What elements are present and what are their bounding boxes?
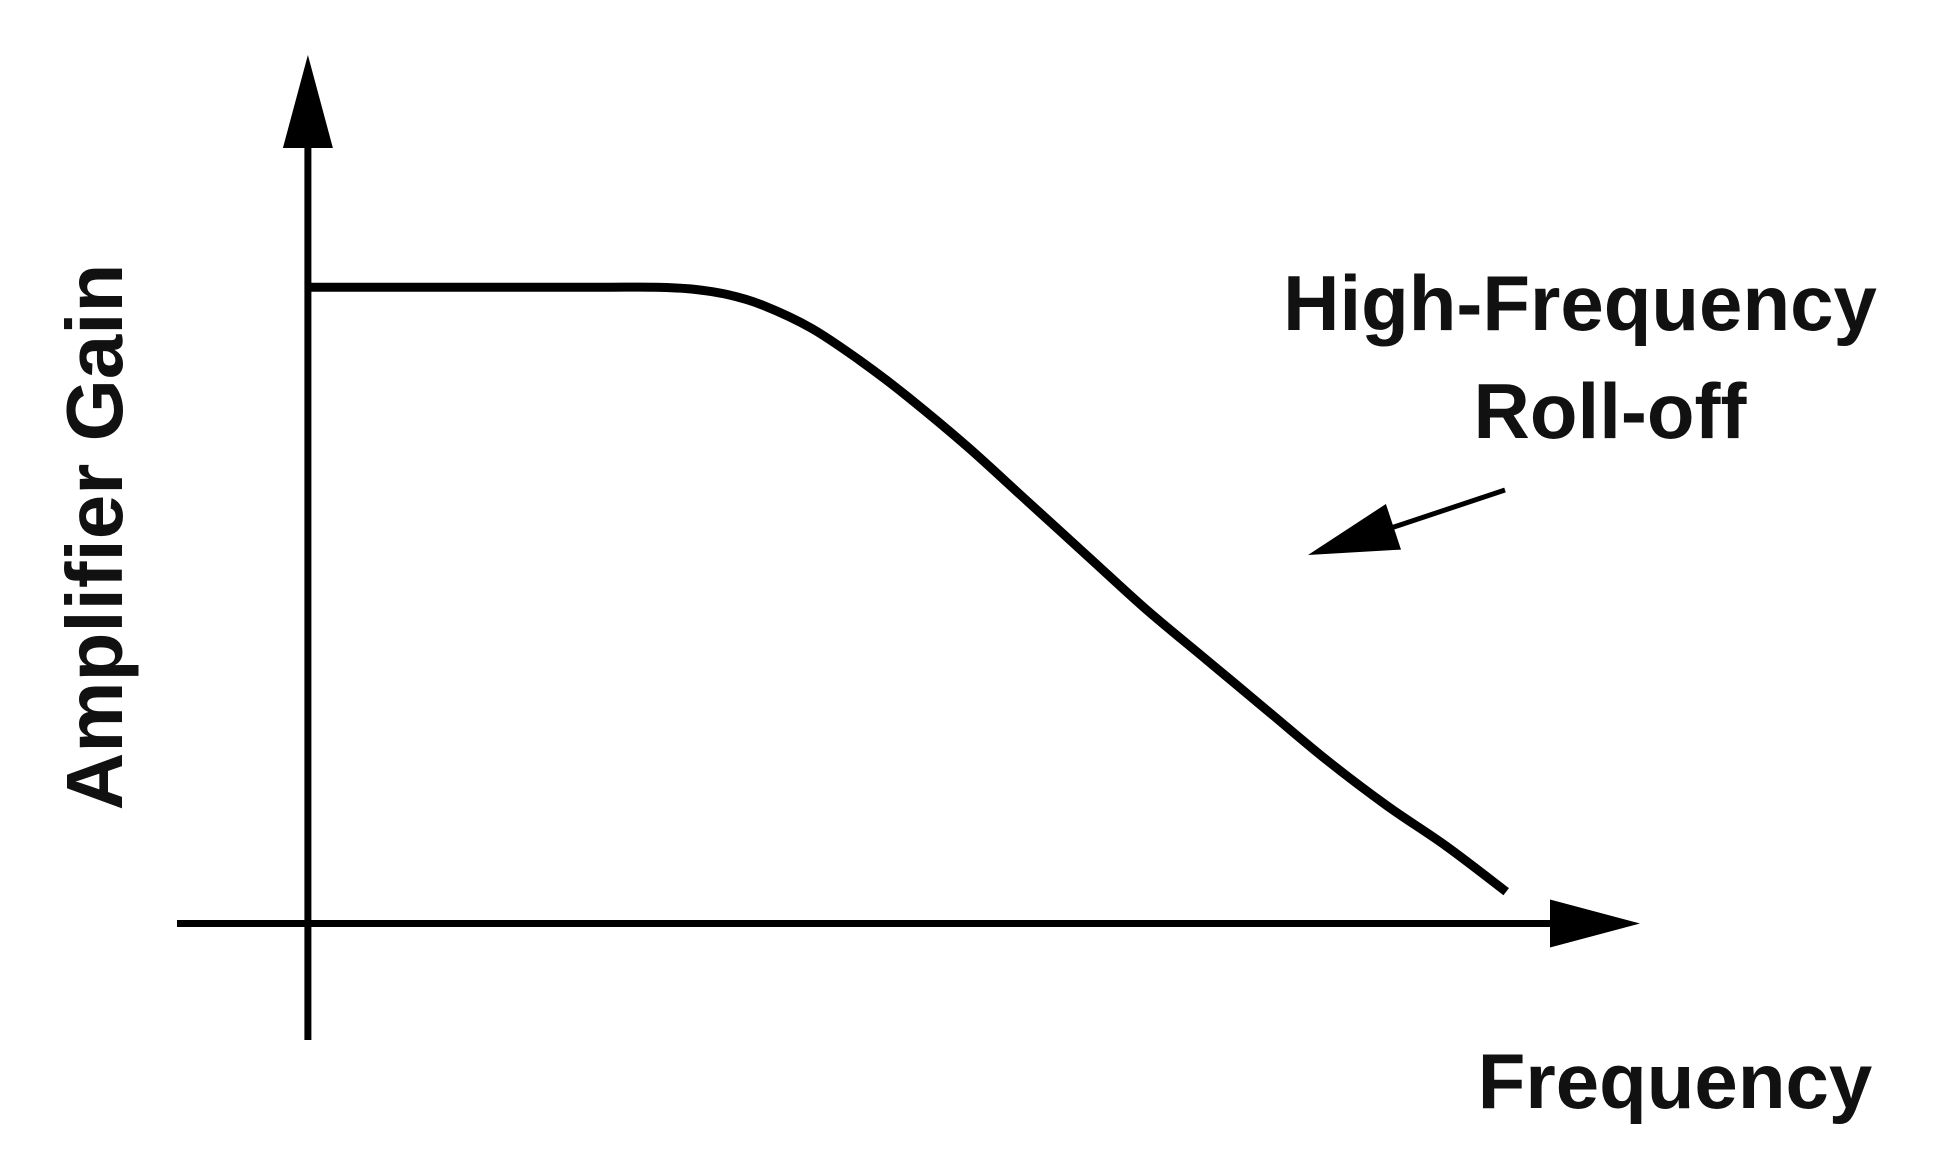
annotation-arrowhead — [1308, 504, 1401, 555]
x-axis-label: Frequency — [1478, 1037, 1872, 1125]
annotation-label-line-1: High-Frequency — [1283, 259, 1877, 347]
y-axis-arrowhead — [282, 55, 333, 148]
y-axis-label: Amplifier Gain — [50, 264, 139, 811]
series-line-gain — [307, 282, 1509, 896]
x-axis-arrowhead — [1550, 899, 1640, 948]
annotation-label-line-2: Roll-off — [1474, 367, 1748, 455]
